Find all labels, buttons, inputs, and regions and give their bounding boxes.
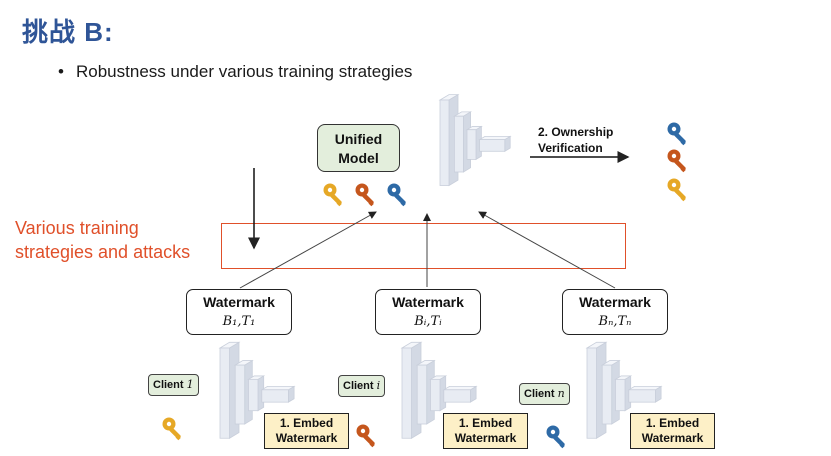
ownership-line: Verification — [538, 141, 603, 155]
key-icon — [161, 416, 187, 447]
ownership-verification-label: 2. Ownership Verification — [538, 124, 613, 156]
embed-line: 1. Embed — [279, 416, 334, 430]
embed-line: Watermark — [454, 431, 517, 445]
attack-label-line: strategies and attacks — [15, 242, 191, 262]
watermark-title: Watermark — [392, 294, 464, 310]
key-icon — [354, 182, 380, 213]
key-icon — [355, 423, 381, 454]
embed-box-n: 1. Embed Watermark — [630, 413, 715, 449]
embed-line: 1. Embed — [645, 416, 700, 430]
bullet-dot: • — [58, 62, 64, 81]
embed-line: 1. Embed — [458, 416, 513, 430]
client-label: Client — [343, 380, 374, 392]
upload-arrow-n — [478, 211, 616, 289]
unified-model-box: Unified Model — [317, 124, 400, 172]
embed-box-i: 1. Embed Watermark — [443, 413, 528, 449]
client-label: Client — [153, 379, 184, 391]
unified-model-line: Unified — [334, 131, 383, 147]
key-icon — [386, 182, 412, 213]
bullet-text: Robustness under various training strate… — [76, 62, 413, 81]
watermark-math: Bᵢ,Tᵢ — [414, 314, 442, 329]
neural-network-icon-unified — [438, 93, 512, 187]
client-index: i — [376, 379, 381, 392]
embed-line: Watermark — [275, 431, 338, 445]
page-title: 挑战 B: — [22, 17, 114, 47]
ownership-line: 2. Ownership — [538, 125, 614, 139]
neural-network-icon-client-1 — [218, 341, 296, 439]
unified-model-line: Model — [338, 150, 379, 166]
client-label: Client — [524, 388, 555, 400]
bullet-point: • Robustness under various training strat… — [58, 62, 412, 82]
watermark-title: Watermark — [579, 294, 651, 310]
key-icon — [545, 424, 571, 455]
attack-zone-frame — [221, 223, 626, 269]
client-box-1: Client 1 — [148, 374, 199, 396]
neural-network-icon-client-i — [400, 341, 478, 439]
watermark-math: B₁,T₁ — [222, 314, 256, 329]
watermark-box-1: Watermark B₁,T₁ — [186, 289, 292, 335]
watermark-title: Watermark — [203, 294, 275, 310]
watermark-math: Bₙ,Tₙ — [598, 314, 632, 329]
key-icon — [666, 148, 692, 179]
watermark-box-n: Watermark Bₙ,Tₙ — [562, 289, 668, 335]
client-box-n: Client n — [519, 383, 570, 405]
attack-label: Various training strategies and attacks — [15, 216, 190, 264]
attack-label-line: Various training — [15, 218, 139, 238]
embed-box-1: 1. Embed Watermark — [264, 413, 349, 449]
client-index: 1 — [186, 378, 194, 391]
client-box-i: Client i — [338, 375, 386, 397]
upload-arrow-1 — [239, 211, 377, 289]
key-icon — [666, 177, 692, 208]
embed-line: Watermark — [641, 431, 704, 445]
watermark-box-i: Watermark Bᵢ,Tᵢ — [375, 289, 481, 335]
key-icon — [322, 182, 348, 213]
key-icon — [666, 121, 692, 152]
client-index: n — [557, 387, 565, 400]
neural-network-icon-client-n — [585, 341, 663, 439]
